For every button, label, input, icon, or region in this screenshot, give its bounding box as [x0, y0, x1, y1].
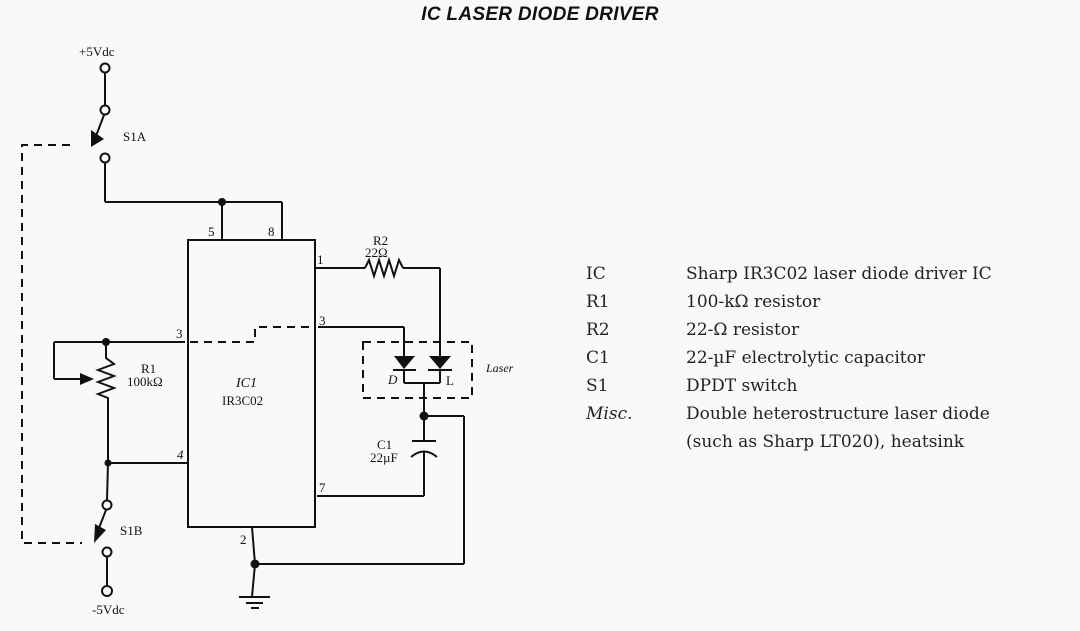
switch-s1b-arrow [94, 524, 106, 543]
parts-row: IC Sharp IR3C02 laser diode driver IC [586, 260, 992, 288]
label-pin4: 4 [177, 447, 184, 462]
wire [251, 563, 256, 598]
diode-l-triangle [429, 356, 451, 369]
label-pos5v: +5Vdc [79, 44, 115, 59]
part-ref: R1 [586, 292, 610, 312]
ic1-body [187, 239, 316, 528]
switch-s1b-blade [98, 509, 107, 529]
junction-dot [102, 338, 110, 346]
switch-s1a-arrow [91, 130, 104, 147]
resistor-r1 [95, 342, 117, 405]
part-desc: 22-µF electrolytic capacitor [686, 348, 925, 368]
label-pin1: 1 [317, 252, 324, 267]
terminal-s1a-bottom [99, 152, 111, 164]
parts-row: R1 100-kΩ resistor [586, 288, 992, 316]
ic-internal-dashed [190, 326, 316, 343]
part-ref: R2 [586, 320, 610, 340]
terminal-s1a-top [99, 104, 111, 116]
label-ic1-part: IR3C02 [222, 393, 263, 408]
r1-wiper-arrow [80, 373, 94, 385]
switch-linkage-dashed [21, 144, 82, 544]
diagram-title: IC LASER DIODE DRIVER [421, 4, 659, 25]
label-pin3-left: 3 [176, 326, 183, 341]
label-r1-value: 100kΩ [127, 374, 163, 389]
junction-dot [104, 459, 112, 467]
label-pin8: 8 [268, 224, 275, 239]
label-pin2: 2 [240, 532, 247, 547]
part-desc: (such as Sharp LT020), heatsink [686, 432, 965, 452]
label-pin5: 5 [208, 224, 215, 239]
parts-list: IC Sharp IR3C02 laser diode driver IC R1… [586, 260, 992, 456]
label-pin3-right: 3 [319, 313, 326, 328]
part-ref: C1 [586, 348, 610, 368]
terminal-neg5v [101, 585, 113, 597]
junction-dot [250, 559, 260, 569]
label-s1a: S1A [123, 129, 147, 144]
label-neg5v: -5Vdc [92, 602, 125, 617]
label-diode-l: L [446, 373, 454, 388]
label-r2-ref: R2 [373, 233, 388, 248]
parts-row: C1 22-µF electrolytic capacitor [586, 344, 992, 372]
junction-dot [218, 198, 226, 206]
label-r2-value: 22Ω [365, 245, 388, 260]
part-desc: 22-Ω resistor [686, 320, 800, 340]
wire [251, 526, 256, 565]
wire [106, 462, 109, 501]
part-ref: Misc. [586, 404, 633, 424]
terminal-pos5v [99, 62, 111, 74]
part-ref: IC [586, 264, 606, 284]
part-desc: Double heterostructure laser diode [686, 404, 990, 424]
terminal-s1b-top [101, 499, 113, 511]
part-desc: DPDT switch [686, 376, 798, 396]
label-c1-value: 22µF [370, 450, 398, 465]
terminal-s1b-bottom [101, 546, 113, 558]
label-s1b: S1B [120, 523, 143, 538]
parts-row: (such as Sharp LT020), heatsink [586, 428, 992, 456]
part-ref: S1 [586, 376, 609, 396]
label-laser: Laser [485, 361, 514, 375]
parts-row: R2 22-Ω resistor [586, 316, 992, 344]
diode-d-triangle [394, 356, 415, 369]
part-desc: 100-kΩ resistor [686, 292, 821, 312]
label-c1-ref: C1 [377, 437, 392, 452]
part-desc: Sharp IR3C02 laser diode driver IC [686, 264, 992, 284]
parts-row: S1 DPDT switch [586, 372, 992, 400]
label-pin7: 7 [319, 480, 326, 495]
label-ic1-ref: IC1 [235, 376, 257, 391]
laser-package-dashed [362, 341, 473, 399]
label-diode-d: D [387, 372, 398, 387]
junction-dot [419, 411, 429, 421]
switch-s1a-blade [95, 114, 105, 137]
label-r1-ref: R1 [141, 361, 156, 376]
resistor-r2 [364, 256, 404, 280]
part-ref [586, 428, 686, 456]
parts-row: Misc. Double heterostructure laser diode [586, 400, 992, 428]
